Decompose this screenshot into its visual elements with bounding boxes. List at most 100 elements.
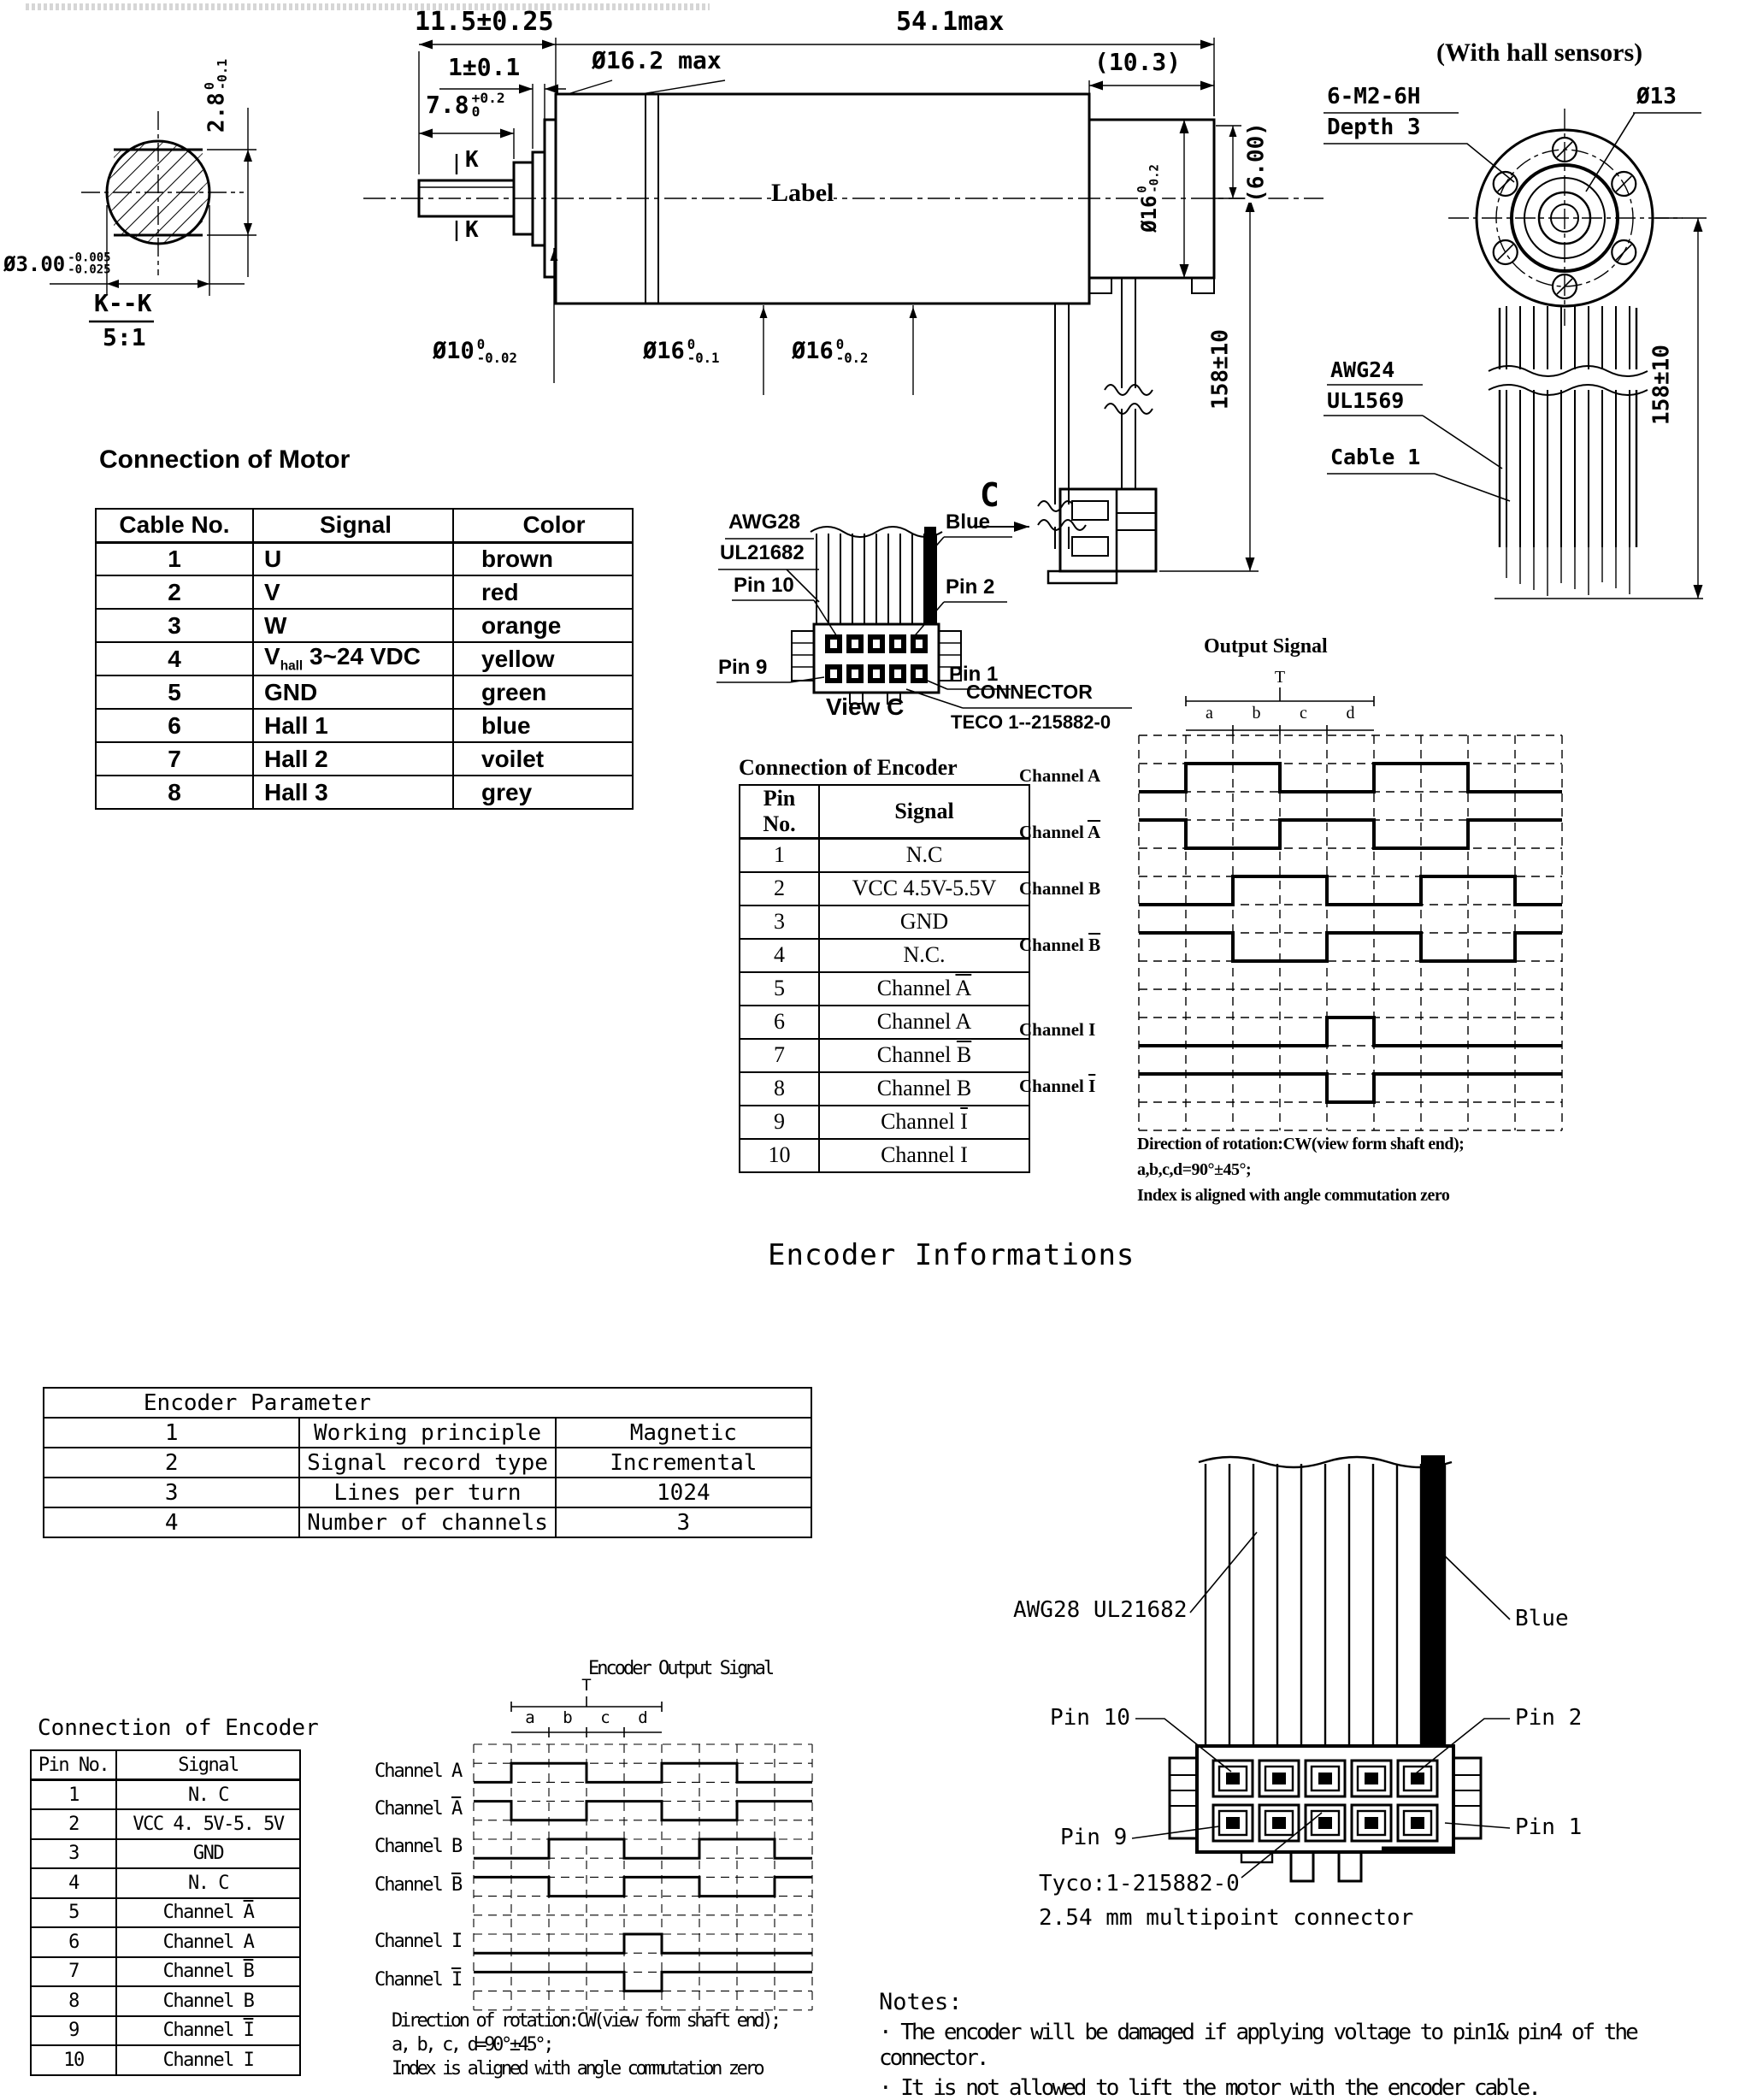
table-cell: 5: [739, 970, 820, 1006]
waveform-trace: [474, 1838, 812, 1860]
cable-break-wave: [1488, 365, 1648, 377]
funnel: [640, 80, 726, 95]
table-cell: voilet: [452, 741, 634, 776]
leader-vc-connector: [905, 688, 964, 709]
waveform-channel-label: Channel I: [1019, 1076, 1096, 1097]
table-cell: 8: [30, 1985, 117, 2017]
table-cell: N. C: [115, 1779, 301, 1810]
label-d158-hall: 158±10: [1648, 345, 1675, 425]
overline-text: I: [960, 1109, 968, 1134]
label-awg: AWG24: [1330, 357, 1395, 382]
table-cell: Channel A: [818, 1004, 1030, 1040]
table-cell: 1: [95, 541, 254, 576]
leader-bc-pin10: [1135, 1718, 1232, 1773]
table-cell: Hall 1: [252, 708, 454, 743]
table-cell: orange: [452, 608, 634, 643]
waveform-note-line: Index is aligned with angle commutation …: [392, 2058, 765, 2079]
table-cell: 4: [30, 1867, 117, 1899]
bc-ear: [1452, 1756, 1483, 1840]
label-bc-wire: AWG28 UL21682: [1013, 1597, 1188, 1623]
bc-blue-wire: [1421, 1455, 1445, 1746]
table-cell: Channel B: [818, 1071, 1030, 1106]
hall-screw-slot: [1497, 244, 1514, 261]
waveform-channel-label: Channel B: [1019, 935, 1101, 956]
bc-pin-mid: [1310, 1809, 1341, 1837]
hall-screw-hole: [1551, 273, 1578, 300]
dim-arrowhead: [759, 307, 768, 318]
table-cell: V: [252, 575, 454, 610]
table-cell: 8: [95, 775, 254, 810]
vc-pin-center: [916, 670, 923, 678]
leader-cable1: [1434, 473, 1511, 502]
waveform-channel-label: Channel A: [374, 1798, 463, 1820]
connector-hook: [1071, 500, 1109, 521]
vc-ear: [791, 630, 815, 681]
bc-pin-center: [1411, 1773, 1424, 1784]
table-header-cell: Color: [452, 508, 634, 544]
label-d6-00: (6.00): [1243, 122, 1270, 203]
waveform-channel-label: Channel I: [374, 1968, 463, 1991]
hall-screw-slot: [1556, 141, 1573, 158]
table-cell: yellow: [452, 641, 634, 676]
label-scale: 5:1: [103, 323, 146, 351]
dim-arrowhead: [500, 128, 514, 139]
waveform-note-line: a,b,c,d=90°±45°;: [1137, 1160, 1252, 1179]
table-cell: GND: [818, 904, 1030, 940]
bc-wire-wave: [1198, 1455, 1453, 1469]
hall-screw-slot: [1615, 244, 1632, 261]
hall-screw-hole: [1492, 170, 1518, 198]
table-cell: Working principle: [298, 1417, 557, 1448]
table-cell: 2: [30, 1808, 117, 1840]
tolerance-stack: 0-0.2: [835, 336, 869, 366]
leader-bc-wire: [1189, 1531, 1258, 1613]
vc-pin-center: [873, 670, 880, 678]
table-header-cell: Pin No.: [739, 784, 820, 840]
table-row: Encoder Parameter: [43, 1387, 812, 1419]
label-depth: Depth 3: [1327, 115, 1421, 140]
dim-arrowhead: [244, 223, 252, 235]
table-cell: GND: [252, 675, 454, 710]
waveform-channel-label: Channel I: [374, 1931, 463, 1953]
overline-text: B: [1088, 935, 1101, 956]
label-thread: 6-M2-6H: [1327, 84, 1421, 109]
table-cell: Number of channels: [298, 1507, 557, 1538]
dim-arrowhead: [909, 307, 917, 318]
table-cell: 2: [739, 870, 820, 906]
dim-arrowhead: [1229, 126, 1237, 137]
label-title: (With hall sensors): [1436, 38, 1643, 67]
note-item-1: · The encoder will be damaged if applyin…: [879, 2020, 1639, 2071]
table-cell: Channel I: [818, 1104, 1030, 1140]
hall-screw-hole: [1611, 239, 1637, 266]
table-cell: Magnetic: [554, 1417, 813, 1448]
table-cell: U: [252, 541, 454, 576]
dim-arrowhead: [550, 250, 558, 261]
table-cell: 7: [95, 741, 254, 776]
waveform-channel-label: Channel I: [1019, 1019, 1096, 1041]
table-cell: N.C.: [818, 937, 1030, 973]
leader-bc-pin2: [1415, 1718, 1510, 1774]
note-item-2: · It is not allowed to lift the motor wi…: [879, 2075, 1542, 2100]
label-bc-part: Tyco:1-215882-0: [1039, 1871, 1240, 1896]
table-cell: 6: [95, 708, 254, 743]
vc-pin-center: [873, 640, 880, 648]
waveform-note-line: a, b, c, d=90°±45°;: [392, 2034, 554, 2056]
bc-pin-outer: [1258, 1759, 1300, 1798]
bc-pin-outer: [1304, 1803, 1347, 1843]
bc-notch: [1240, 1850, 1274, 1864]
table-cell: 2: [42, 1447, 301, 1478]
